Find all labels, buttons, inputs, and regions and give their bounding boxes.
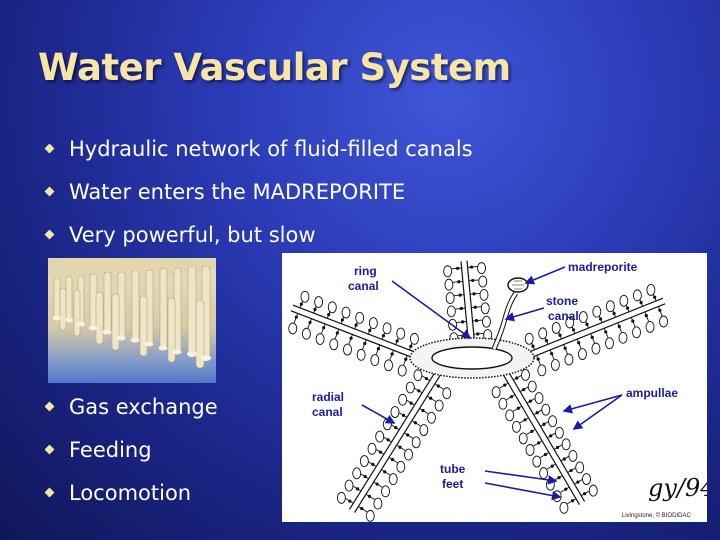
- tube-feet-photo: [48, 258, 216, 383]
- label-ring-canal-line1: ring: [354, 264, 377, 278]
- bullet-item: Gas exchange: [44, 392, 218, 435]
- diamond-bullet-icon: [44, 401, 55, 412]
- artist-signature: gy/94: [648, 474, 707, 502]
- label-radial-canal-line2: canal: [312, 405, 343, 419]
- bullet-item: Very powerful, but slow: [44, 220, 473, 263]
- bullet-text: Locomotion: [69, 481, 192, 505]
- diamond-bullet-icon: [44, 487, 55, 498]
- bullet-item: Locomotion: [44, 478, 218, 521]
- label-ampullae: ampullae: [626, 386, 678, 400]
- diamond-bullet-icon: [44, 143, 55, 154]
- slide-title: Water Vascular System: [38, 46, 511, 89]
- diamond-bullet-icon: [44, 186, 55, 197]
- bullet-list-top: Hydraulic network of fluid-filled canals…: [44, 134, 473, 263]
- water-vascular-diagram: ring canal madreporite stone canal radia…: [282, 253, 707, 522]
- image-credit: Livingstone, © BIODIDAC: [622, 512, 691, 519]
- diamond-bullet-icon: [44, 229, 55, 240]
- bullet-text: Very powerful, but slow: [69, 223, 316, 247]
- label-stone-canal-line2: canal: [548, 309, 579, 323]
- bullet-text: Hydraulic network of fluid-filled canals: [69, 137, 473, 161]
- label-madreporite: madreporite: [568, 260, 638, 274]
- diagram-labels: ring canal madreporite stone canal radia…: [312, 260, 678, 491]
- bullet-text: Water enters the MADREPORITE: [69, 180, 406, 204]
- label-tube-feet-line2: feet: [442, 477, 463, 491]
- label-tube-feet-line1: tube: [440, 462, 466, 476]
- ring-canal-shape: [409, 337, 535, 379]
- diamond-bullet-icon: [44, 444, 55, 455]
- bullet-text: Feeding: [69, 438, 152, 462]
- label-stone-canal-line1: stone: [546, 294, 578, 308]
- bullet-item: Water enters the MADREPORITE: [44, 177, 473, 220]
- bullet-item: Hydraulic network of fluid-filled canals: [44, 134, 473, 177]
- bullet-item: Feeding: [44, 435, 218, 478]
- label-ring-canal-line2: canal: [348, 279, 379, 293]
- radial-arms: [288, 260, 669, 522]
- label-radial-canal-line1: radial: [312, 390, 344, 404]
- bullet-list-bottom: Gas exchange Feeding Locomotion: [44, 392, 218, 521]
- bullet-text: Gas exchange: [69, 395, 218, 419]
- label-pointer-arrows: [361, 266, 623, 501]
